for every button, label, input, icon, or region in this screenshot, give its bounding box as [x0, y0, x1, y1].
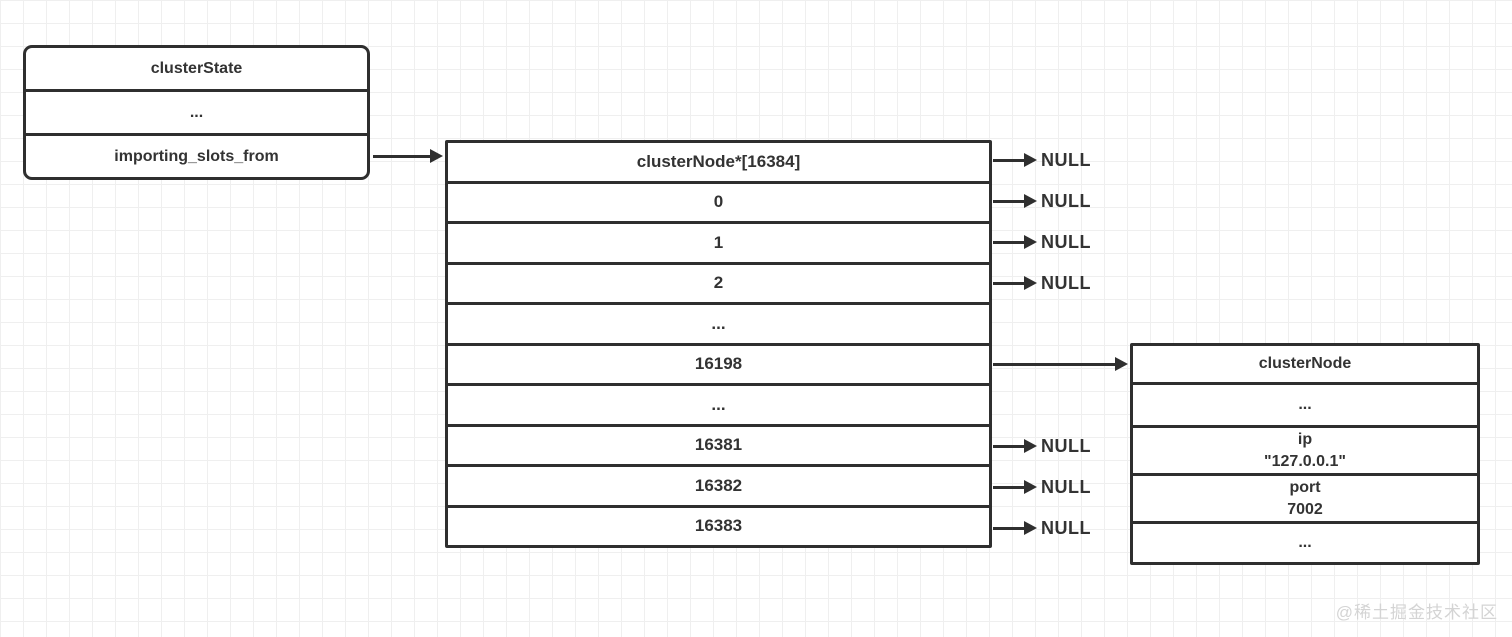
- null-value-header: NULL: [1041, 150, 1091, 171]
- arrow-shaft: [993, 240, 1024, 244]
- slot-row-16382: 16382: [448, 467, 989, 508]
- arrowhead-icon: [1024, 153, 1037, 167]
- arrowhead-icon: [1024, 439, 1037, 453]
- null-value-16382: NULL: [1041, 477, 1091, 498]
- cluster-state-title: clusterState: [26, 48, 367, 92]
- cluster-state-ellipsis: ...: [26, 92, 367, 136]
- arrowhead-icon: [1024, 194, 1037, 208]
- arrow-shaft: [993, 485, 1024, 489]
- null-value-16381: NULL: [1041, 436, 1091, 457]
- null-value-16383: NULL: [1041, 518, 1091, 539]
- pointer-arrow-slot1-null: [993, 235, 1037, 249]
- pointer-arrow-16383-null: [993, 521, 1037, 535]
- cluster-node-box: clusterNode ... ip "127.0.0.1" port 7002…: [1130, 343, 1480, 565]
- slots-array-table: clusterNode*[16384] 0 1 2 ... 16198 ... …: [445, 140, 992, 548]
- slot-row-16381: 16381: [448, 427, 989, 467]
- null-value-slot2: NULL: [1041, 273, 1091, 294]
- slot-row-16383: 16383: [694, 516, 743, 536]
- pointer-arrow-16382-null: [993, 480, 1037, 494]
- cluster-node-port-row: port 7002: [1133, 476, 1477, 524]
- arrowhead-icon: [1024, 480, 1037, 494]
- port-field-label: port: [1289, 479, 1321, 497]
- slot-row-0: 0: [448, 184, 989, 224]
- arrowhead-icon: [430, 149, 443, 163]
- slots-table-header: clusterNode*[16384]: [448, 143, 989, 184]
- port-field-value: 7002: [1287, 500, 1323, 518]
- cluster-node-title: clusterNode: [1133, 346, 1477, 386]
- cluster-state-box: clusterState ... importing_slots_from: [23, 45, 370, 180]
- watermark: @稀土掘金技术社区: [1335, 603, 1498, 622]
- cluster-node-ip-row: ip "127.0.0.1": [1133, 428, 1477, 477]
- arrowhead-icon: [1115, 357, 1128, 371]
- arrowhead-icon: [1024, 235, 1037, 249]
- ip-field-label: ip: [1297, 431, 1313, 449]
- arrow-shaft: [993, 444, 1024, 448]
- null-value-slot0: NULL: [1041, 191, 1091, 212]
- pointer-arrow-16198-clusternode: [993, 357, 1128, 371]
- slot-row-16198: 16198: [448, 346, 989, 386]
- arrowhead-icon: [1024, 521, 1037, 535]
- pointer-arrow-slot2-null: [993, 276, 1037, 290]
- pointer-arrow-slot0-null: [993, 194, 1037, 208]
- arrow-shaft: [993, 158, 1024, 162]
- pointer-arrow-header-null: [993, 153, 1037, 167]
- pointer-arrow-importing-to-table: [373, 149, 443, 163]
- slot-row-ellipsis-upper: ...: [448, 305, 989, 346]
- arrow-shaft: [993, 199, 1024, 203]
- cluster-node-ellipsis-bottom: ...: [1298, 534, 1312, 552]
- cluster-node-ellipsis-top: ...: [1133, 385, 1477, 429]
- slot-row-2: 2: [448, 265, 989, 305]
- arrowhead-icon: [1024, 276, 1037, 290]
- arrow-shaft: [993, 281, 1024, 285]
- slot-row-1: 1: [448, 224, 989, 265]
- arrow-shaft: [993, 526, 1024, 530]
- null-value-slot1: NULL: [1041, 232, 1091, 253]
- arrow-shaft: [373, 154, 430, 158]
- arrow-shaft: [993, 362, 1115, 366]
- slot-row-ellipsis-lower: ...: [448, 386, 989, 427]
- pointer-arrow-16381-null: [993, 439, 1037, 453]
- importing-slots-from-field: importing_slots_from: [114, 147, 279, 165]
- ip-field-value: "127.0.0.1": [1264, 452, 1346, 470]
